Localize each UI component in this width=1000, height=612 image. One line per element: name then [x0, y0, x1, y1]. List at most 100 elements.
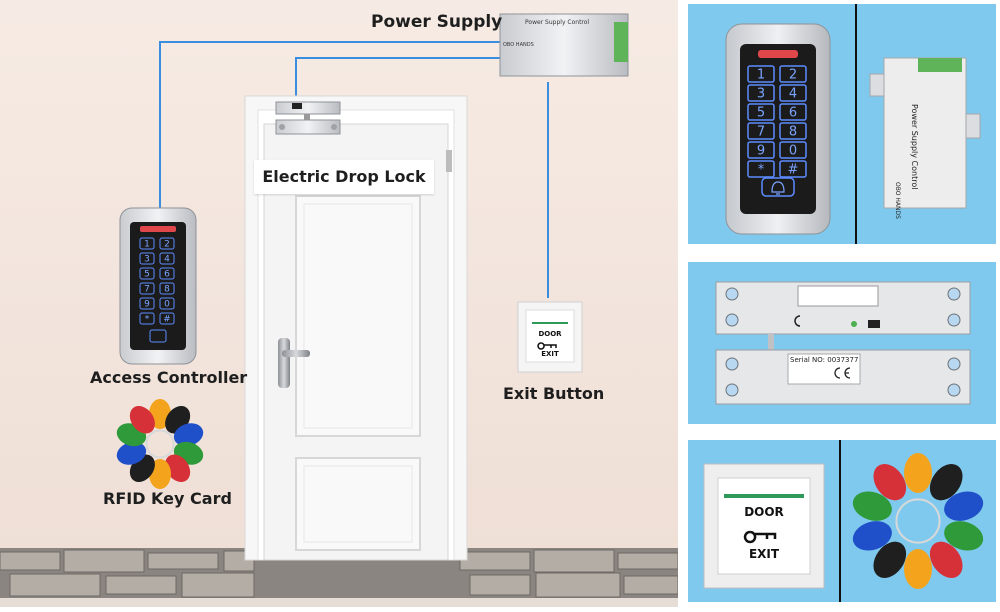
door-handle — [278, 338, 310, 388]
rfid-fobs — [116, 399, 204, 489]
rfid-fob — [873, 464, 907, 501]
rfid-fob — [904, 549, 932, 589]
key-icon — [743, 530, 777, 544]
keypad-key-label: # — [788, 162, 799, 177]
keypad-key — [139, 252, 155, 265]
keypad-key — [747, 160, 775, 178]
keypad-key — [139, 237, 155, 250]
keypad-key-label: 3 — [757, 86, 765, 101]
rfid-fob — [904, 453, 932, 493]
panel-drop-lock: Serial NO: 0037377 — [688, 262, 996, 424]
wiring — [159, 41, 549, 298]
label-rfid-key-card: RFID Key Card — [103, 489, 232, 508]
keypad-key-label: 8 — [164, 285, 170, 295]
exit-button-device: DOOR EXIT — [517, 301, 583, 373]
electric-drop-lock-device — [275, 101, 341, 135]
drop-lock-top-photo — [715, 281, 971, 335]
keypad-key — [747, 122, 775, 140]
keypad-key-label: * — [758, 162, 765, 177]
keypad-key — [159, 267, 175, 280]
scene-illustration: Power Supply Control OBO HANDS 1 2 3 4 5 6 7 8 9… — [0, 0, 679, 607]
rfid-fob — [873, 541, 907, 578]
svg-text:Serial NO: 0037377: Serial NO: 0037377 — [790, 356, 858, 364]
keypad-key — [159, 297, 175, 310]
keypad-key — [779, 65, 807, 83]
rfid-fob — [944, 491, 984, 521]
keypad-key — [139, 297, 155, 310]
keypad-key-label: # — [163, 315, 171, 325]
power-supply-device-photo: Power Supply Control OBO HANDS — [869, 57, 981, 219]
keypad-key — [747, 84, 775, 102]
key-icon — [537, 342, 557, 350]
keypad-key-label: 6 — [164, 270, 170, 280]
svg-text:EXIT: EXIT — [541, 350, 559, 358]
keypad-key — [139, 282, 155, 295]
keypad-key — [747, 141, 775, 159]
power-supply-box: Power Supply Control OBO HANDS — [499, 13, 629, 77]
keypad-key-label: 9 — [144, 300, 150, 310]
access-controller-device: 1 2 3 4 5 6 7 8 9 0 * # — [119, 207, 197, 365]
key-ring — [895, 498, 941, 544]
rfid-fob — [929, 541, 963, 578]
keypad-key-label: 7 — [144, 285, 150, 295]
installation-scene: Power Supply Control OBO HANDS 1 2 3 4 5 6 7 8 9… — [0, 0, 679, 607]
keypad-key — [779, 141, 807, 159]
rfid-fob — [852, 521, 892, 551]
rfid-fob — [173, 423, 204, 447]
ce-mark-icon — [794, 315, 801, 327]
rfid-fob — [165, 454, 191, 483]
keypad-key-label: 1 — [757, 67, 765, 82]
keypad-key-label: 4 — [789, 86, 797, 101]
svg-text:EXIT: EXIT — [749, 547, 780, 561]
drop-lock-bottom-photo: Serial NO: 0037377 — [715, 349, 971, 405]
keypad-key-label: 2 — [164, 240, 170, 250]
rfid-fob — [929, 464, 963, 501]
svg-text:OBO HANDS: OBO HANDS — [894, 182, 901, 219]
rfid-fob — [116, 441, 147, 465]
keypad-key-label: 9 — [757, 143, 765, 158]
panel-exit-button-and-fobs: DOOR EXIT — [688, 440, 996, 602]
rfid-fob — [129, 405, 155, 434]
keypad-key-label: 5 — [757, 105, 765, 120]
label-electric-drop-lock: Electric Drop Lock — [254, 160, 434, 194]
exit-button-photo: DOOR EXIT — [703, 463, 825, 589]
svg-text:Power Supply Control: Power Supply Control — [525, 19, 589, 26]
keypad-key — [159, 252, 175, 265]
bell-icon — [771, 181, 785, 195]
keypad-key — [139, 312, 155, 325]
keypad-key-label: 1 — [144, 240, 150, 250]
svg-text:DOOR: DOOR — [538, 330, 562, 338]
keypad-key-label: 7 — [757, 124, 765, 139]
rfid-fobs-photo — [852, 453, 984, 589]
keypad-key-label: * — [145, 315, 150, 325]
keypad-key — [159, 312, 175, 325]
rfid-fob — [852, 491, 892, 521]
keypad-key — [779, 160, 807, 178]
keypad-key-label: 0 — [789, 143, 797, 158]
keypad-key — [159, 282, 175, 295]
keypad-key-label: 8 — [789, 124, 797, 139]
keypad-keys: 1 2 3 4 5 6 7 8 9 0 * # — [139, 237, 175, 325]
svg-text:Power Supply Control: Power Supply Control — [910, 104, 919, 189]
keypad-key — [747, 103, 775, 121]
keypad-key — [159, 237, 175, 250]
keypad-key — [139, 267, 155, 280]
keypad-device-photo: 1 2 3 4 5 6 7 8 9 0 * # — [725, 23, 831, 235]
keypad-key-label: 5 — [144, 270, 150, 280]
keypad-key-label: 4 — [164, 255, 170, 265]
keypad-key — [779, 84, 807, 102]
label-exit-button: Exit Button — [503, 384, 605, 403]
keypad-key-label: 3 — [144, 255, 150, 265]
label-access-controller: Access Controller — [90, 368, 248, 387]
key-ring — [145, 429, 175, 459]
label-power-supply: Power Supply — [371, 12, 503, 32]
keypad-key — [779, 103, 807, 121]
keypad-key-label: 2 — [789, 67, 797, 82]
panel-keypad-and-power-supply: 1 2 3 4 5 6 7 8 9 0 * # Power Supply Control OBO HA… — [688, 4, 996, 244]
keypad-key-label: 6 — [789, 105, 797, 120]
keypad-key-label: 0 — [164, 300, 170, 310]
svg-text:DOOR: DOOR — [744, 505, 784, 519]
stone-floor — [0, 548, 679, 607]
rfid-fob — [944, 521, 984, 551]
keypad-key — [747, 65, 775, 83]
